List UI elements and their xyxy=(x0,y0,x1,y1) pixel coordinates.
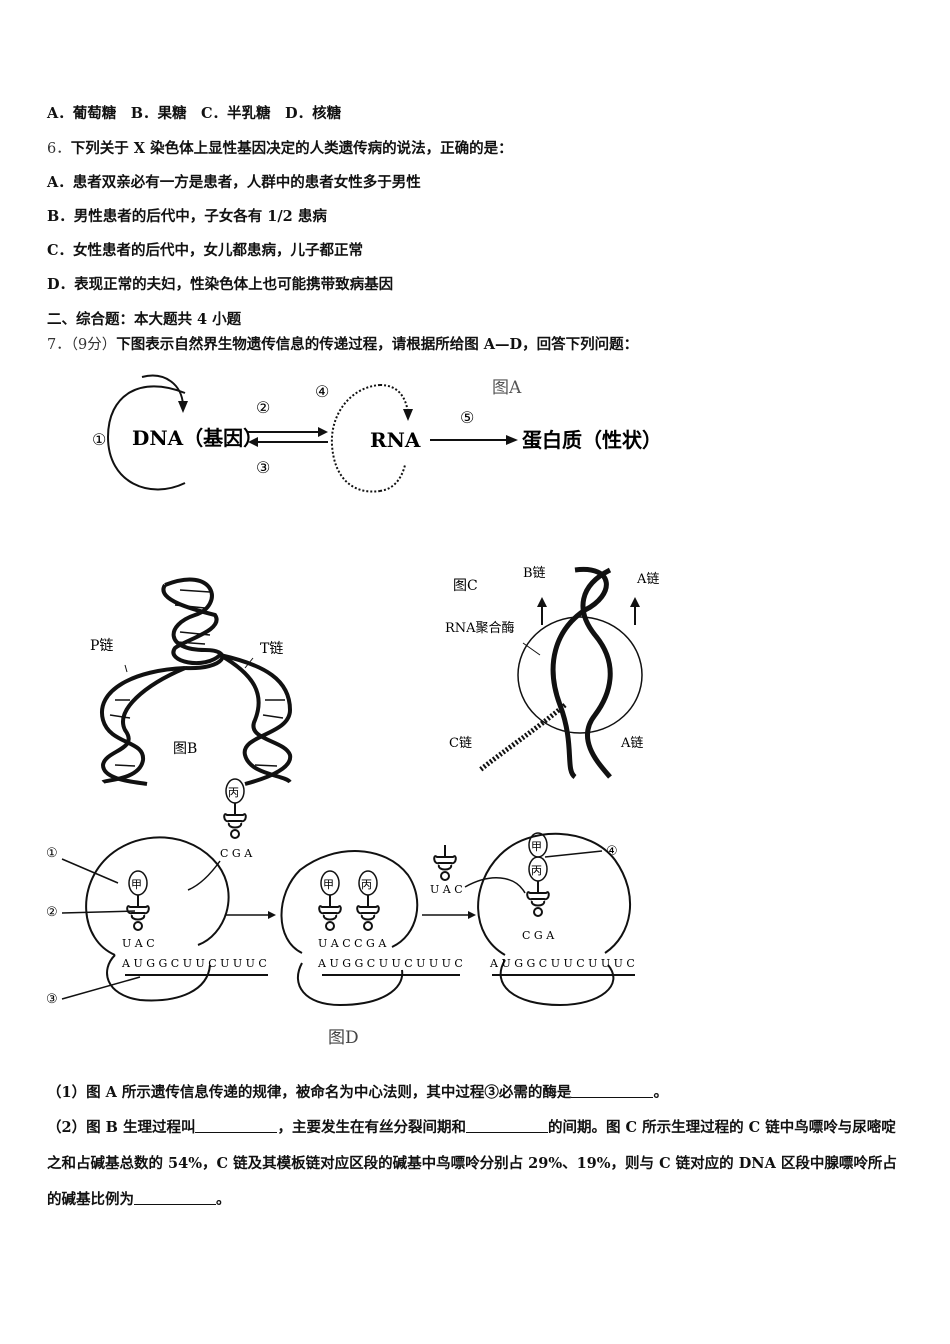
q7-stem-text: 下图表示自然界生物遗传信息的传递过程，请根据所给图 A—D，回答下列问题： xyxy=(116,336,639,353)
fig-d-trna-jia-1: 甲 xyxy=(131,878,142,891)
fig-d-trna-jia-3: 甲 xyxy=(531,840,542,853)
fig-a-marker-1: ① xyxy=(92,430,106,449)
q6-number: 6． xyxy=(47,141,71,157)
q6-option-b: B．男性患者的后代中，子女各有 1/2 患病 xyxy=(47,208,327,225)
answer-blank-1[interactable] xyxy=(571,1083,654,1098)
fig-d-trna-bing-2: 丙 xyxy=(361,878,372,891)
fig-d-trna-jia-2: 甲 xyxy=(323,878,334,891)
q7-points: （9分） xyxy=(70,337,117,353)
q6-option-a: A．患者双亲必有一方是患者，人群中的患者女性多于男性 xyxy=(47,174,421,191)
fig-d-step2-anticodons: U A C C G A xyxy=(318,937,387,950)
fig-d-trna-bing-1: 丙 xyxy=(228,786,239,799)
subquestion-2-suffix: 。 xyxy=(216,1191,231,1208)
fig-b-p-chain-label: P链 xyxy=(90,638,113,654)
subquestion-1-suffix: 。 xyxy=(653,1084,668,1101)
figure-b: P链 T链 图B xyxy=(85,570,315,790)
figure-d: 甲 丙 C G A U A C A U G G C U U C U U U C … xyxy=(40,775,660,1055)
q5-options: A．葡萄糖 B．果糖 C．半乳糖 D．核糖 xyxy=(47,105,342,122)
fig-d-anticodon-cga-1: C G A xyxy=(220,847,253,860)
fig-a-marker-5: ⑤ xyxy=(460,408,474,427)
answer-blank-3[interactable] xyxy=(465,1118,548,1133)
fig-d-marker-4: ④ xyxy=(606,844,618,859)
fig-a-dna-label: DNA（基因） xyxy=(132,426,263,450)
answer-blank-4[interactable] xyxy=(134,1190,216,1205)
subquestion-2-part1: （2）图 B 生理过程叫 xyxy=(47,1119,196,1136)
fig-d-anticodon-cga-3: C G A xyxy=(522,929,555,942)
fig-a-rna-label: RNA xyxy=(370,428,421,452)
fig-a-protein-label: 蛋白质（性状） xyxy=(522,428,662,452)
fig-d-step1-anticodon: U A C xyxy=(122,937,155,950)
subquestion-2-part2: ，主要发生在有丝分裂间期和 xyxy=(277,1119,466,1136)
subquestion-1-text: （1）图 A 所示遗传信息传递的规律，被命名为中心法则，其中过程③必需的酶是 xyxy=(47,1084,572,1101)
fig-c-a-chain-bottom-label: A链 xyxy=(620,736,643,751)
fig-d-marker-1: ① xyxy=(46,846,58,861)
fig-d-title: 图D xyxy=(328,1028,359,1048)
subquestion-1: （1）图 A 所示遗传信息传递的规律，被命名为中心法则，其中过程③必需的酶是 。 xyxy=(47,1075,907,1111)
fig-a-marker-4: ④ xyxy=(315,382,329,401)
q6-stem: 6．下列关于 X 染色体上显性基因决定的人类遗传病的说法，正确的是： xyxy=(47,137,513,158)
fig-c-b-chain-label: B链 xyxy=(523,566,546,581)
fig-d-mrna-1: A U G G C U U C U U U C xyxy=(121,957,267,970)
subquestion-2-part3: 的间期。图 C 所示生理过程的 C 链中鸟嘌呤与尿嘧啶之和占碱基总数的 54%，… xyxy=(47,1119,897,1208)
fig-b-title: 图B xyxy=(173,741,197,757)
q7-stem: 7．（9分）下图表示自然界生物遗传信息的传递过程，请根据所给图 A—D，回答下列… xyxy=(47,333,638,354)
fig-d-anticodon-uac-free: U A C xyxy=(430,883,463,896)
fig-d-mrna-2: A U G G C U U C U U U C xyxy=(317,957,463,970)
section2-heading: 二、综合题：本大题共 4 小题 xyxy=(47,311,242,328)
q6-option-d: D．表现正常的夫妇，性染色体上也可能携带致病基因 xyxy=(47,276,394,293)
fig-c-title: 图C xyxy=(453,578,478,594)
subquestion-2: （2）图 B 生理过程叫 ，主要发生在有丝分裂间期和的间期。图 C 所示生理过程的… xyxy=(47,1110,907,1218)
figure-a: ① DNA（基因） ② ③ ④ RNA ⑤ 蛋白质（性状） 图A xyxy=(80,365,680,505)
fig-d-trna-bing-3: 丙 xyxy=(531,864,542,877)
q6-option-c: C．女性患者的后代中，女儿都患病，儿子都正常 xyxy=(47,242,364,259)
fig-a-marker-3: ③ xyxy=(256,458,270,477)
fig-d-marker-2: ② xyxy=(46,905,58,920)
fig-c-a-chain-top-label: A链 xyxy=(636,572,659,587)
q6-stem-text: 下列关于 X 染色体上显性基因决定的人类遗传病的说法，正确的是： xyxy=(70,140,513,157)
fig-d-mrna-3: A U G G C U U C U U U C xyxy=(489,957,635,970)
q7-number: 7． xyxy=(47,337,71,353)
fig-c-enzyme-label: RNA聚合酶 xyxy=(445,620,515,636)
figure-c: 图C B链 A链 RNA聚合酶 C链 A链 xyxy=(435,555,675,795)
fig-d-marker-3: ③ xyxy=(46,992,58,1007)
fig-a-title: 图A xyxy=(492,378,522,398)
fig-a-marker-2: ② xyxy=(256,398,270,417)
fig-b-t-chain-label: T链 xyxy=(260,641,283,657)
fig-c-c-chain-label: C链 xyxy=(449,736,472,751)
answer-blank-2[interactable] xyxy=(195,1118,278,1133)
